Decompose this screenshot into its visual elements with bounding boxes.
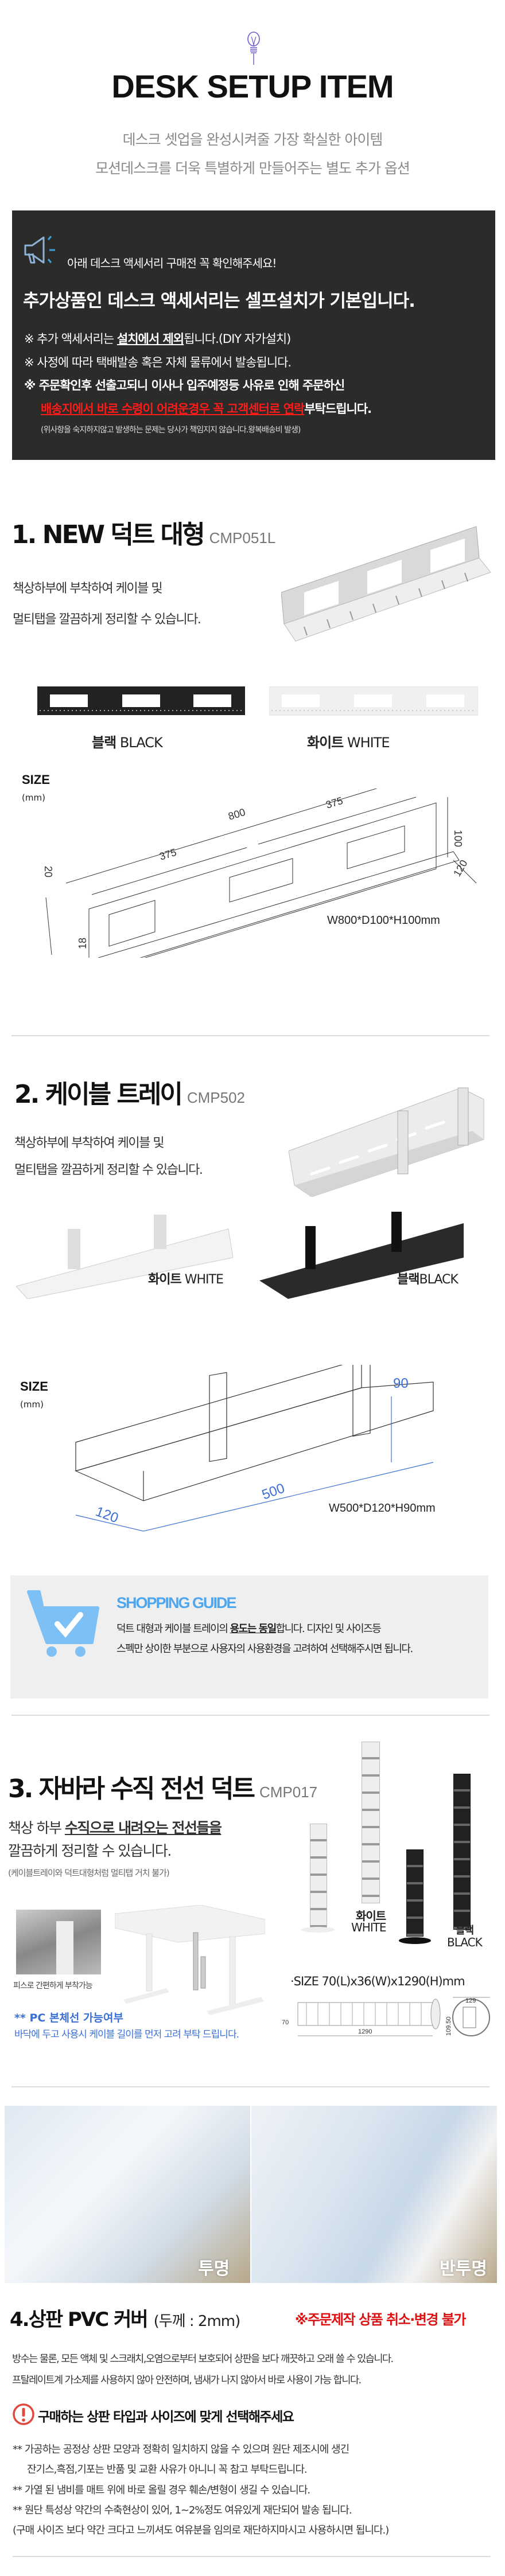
section4-desc-1: 방수는 물론, 모든 액체 및 스크래치,오염으로부터 보호되어 상판을 보다 …	[12, 2353, 394, 2365]
duct-large-dimension-drawing: 800 375 375 100 120 20 18	[42, 789, 477, 958]
section-divider	[11, 1715, 490, 1716]
custom-order-warning: ※주문제작 상품 취소·변경 불가	[295, 2312, 466, 2328]
dim-length: 1290	[358, 2028, 372, 2035]
page-subtitle-1: 데스크 셋업을 완성시켜줄 가장 확실한 아이템	[122, 131, 383, 148]
dim-total: 800	[227, 806, 247, 822]
cable-tray-white-image	[16, 1215, 233, 1299]
variant-white-label: 화이트 WHITE	[148, 1273, 224, 1287]
notice-bullet-3: ※ 주문확인후 선출고되니 이사나 입주예정등 사유로 인해 주문하신	[24, 378, 345, 392]
clear-label: 투명	[198, 2259, 230, 2279]
notice-bullet-2: ※ 사정에 따라 택배발송 혹은 자체 물류에서 발송됩니다.	[24, 356, 292, 369]
notice-header: 아래 데스크 액세서리 구매전 꼭 확인해주세요!	[67, 256, 277, 270]
section1-spec: W800*D100*H100mm	[327, 914, 440, 927]
pc-cable-desc: 바닥에 두고 사용시 케이블 길이를 먼저 고려 부탁 드립니다.	[14, 2029, 239, 2040]
section-divider	[13, 2556, 491, 2557]
dim-width: 70	[282, 2019, 289, 2026]
section1-desc-1: 책상하부에 부착하여 케이블 및	[13, 581, 163, 596]
cable-tray-black-image	[259, 1212, 464, 1299]
pvc-note-1-cont: 잔기스,흑점,기포는 반품 및 교환 사유가 아니니 꼭 참고 부탁드립니다.	[27, 2464, 308, 2476]
section-divider	[11, 1035, 490, 1036]
shopping-guide-box: SHOPPING GUIDE 덕트 대형과 케이블 트레이의 용도는 동일합니다…	[10, 1575, 488, 1699]
product-code: CMP502	[187, 1089, 246, 1106]
notice-footnote: (위사항을 숙지하지않고 발생하는 문제는 당사가 책임지지 않습니다.왕복배송…	[41, 426, 301, 435]
variant-white-ko: 화이트	[356, 1909, 386, 1923]
section4-title: 4.상판 PVC 커버 (두께 : 2mm)	[10, 2308, 240, 2331]
alert-title: 구매하는 상판 타입과 사이즈에 맞게 선택해주세요	[38, 2410, 294, 2425]
notice-bullet-4: 배송지에서 바로 수령이 어려운경우 꼭 고객센터로 연락부탁드립니다.	[41, 402, 372, 416]
black-chain-loop	[406, 1849, 424, 1937]
variant-white-en: WHITE	[351, 1921, 387, 1934]
size-label: SIZE	[20, 1379, 48, 1394]
semi-transparent-label: 반투명	[440, 2259, 487, 2279]
variant-black-label: 블랙BLACK	[397, 1273, 459, 1287]
shopping-guide-title: SHOPPING GUIDE	[116, 1594, 237, 1611]
duct-white-image	[269, 686, 478, 716]
mount-photo-caption: 피스로 간편하게 부착가능	[13, 1981, 93, 1990]
pvc-note-1: ** 가공하는 공정상 상판 모양과 정확히 일치하지 않을 수 있으며 원단 …	[13, 2444, 349, 2456]
product-code: CMP017	[259, 1783, 318, 1801]
section3-size-text: ·SIZE 70(L)x36(W)x1290(H)mm	[290, 1974, 465, 1988]
duct-black-image	[37, 686, 245, 715]
lightbulb-icon	[247, 32, 260, 65]
dim-base: 129	[465, 1997, 476, 2004]
mount-photo	[16, 1910, 101, 1974]
notice-bullet-1: ※ 추가 액세서리는 설치에서 제외됩니다.(DIY 자가설치)	[24, 332, 291, 346]
desk-with-duct-image	[115, 1905, 265, 2015]
dim-bottom: 18	[77, 938, 88, 949]
size-unit: (mm)	[22, 793, 45, 803]
dim-height: 100	[452, 830, 464, 847]
variant-black-ko: 블랙	[456, 1925, 474, 1937]
section3-desc-2: 깔끔하게 정리할 수 있습니다.	[8, 1843, 172, 1859]
dim-height: 90	[393, 1376, 409, 1391]
black-chain-tall	[453, 1774, 471, 1930]
dim-lip: 20	[42, 866, 54, 877]
section3-desc-1: 책상 하부 수직으로 내려오는 전선들을	[8, 1820, 222, 1836]
dim-left: 375	[158, 846, 178, 862]
dim-length: 500	[260, 1481, 287, 1503]
duct-large-product-image	[281, 526, 491, 642]
semi-transparent-pvc-photo: 반투명	[251, 2106, 497, 2283]
cable-tray-dimension-drawing: 90 500 120	[75, 1365, 434, 1532]
section-divider	[11, 2086, 490, 2087]
section2-spec: W500*D120*H90mm	[329, 1502, 436, 1515]
pvc-note-4: (구매 사이즈 보다 약간 크다고 느끼셔도 여유분을 임의로 재단하지마시고 …	[13, 2524, 389, 2536]
shopping-cart-check-icon	[27, 1590, 99, 1657]
exclamation-circle-icon	[13, 2403, 34, 2425]
size-label: SIZE	[22, 772, 50, 787]
shopping-guide-line-2: 스펙만 상이한 부분으로 사용자의 사용환경을 고려하여 선택해주시면 됩니다.	[116, 1643, 413, 1655]
white-chain-tall	[362, 1742, 380, 1903]
variant-black-label: 블랙 BLACK	[92, 735, 163, 751]
clear-pvc-photo: 투명	[5, 2106, 250, 2283]
white-chain-base	[301, 1927, 335, 1933]
dim-right: 375	[324, 795, 344, 811]
product-code: CMP051L	[209, 529, 276, 547]
notice-headline: 추가상품인 데스크 액세서리는 셀프설치가 기본입니다.	[23, 291, 415, 311]
variant-black-en: BLACK	[447, 1935, 483, 1949]
megaphone-icon	[24, 236, 55, 264]
vertical-duct-dimension-drawing: 1290 70 129 109.50	[282, 1997, 490, 2036]
pvc-note-2: ** 가열 된 냄비를 매트 위에 바로 올릴 경우 훼손/변형이 생길 수 있…	[13, 2484, 310, 2496]
section2-desc-1: 책상하부에 부착하여 케이블 및	[14, 1136, 165, 1150]
page-title: DESK SETUP ITEM	[111, 68, 394, 104]
notice-box: 아래 데스크 액세서리 구매전 꼭 확인해주세요! 추가상품인 데스크 액세서리…	[12, 210, 495, 460]
section1-desc-2: 멀티탭을 깔끔하게 정리할 수 있습니다.	[13, 612, 201, 627]
pvc-note-3: ** 원단 특성상 약간의 수축현상이 있어, 1~2%정도 여유있게 재단되어…	[13, 2504, 352, 2516]
section3-note: (케이블트레이와 덕트대형처럼 멀티탭 거치 불가)	[8, 1868, 170, 1878]
black-chain-base	[399, 1937, 431, 1944]
cable-tray-product-image	[289, 1087, 484, 1197]
page-subtitle-2: 모션데스크를 더욱 특별하게 만들어주는 별도 추가 옵션	[95, 160, 410, 177]
variant-white-label: 화이트 WHITE	[307, 735, 390, 751]
section2-desc-2: 멀티탭을 깔끔하게 정리할 수 있습니다.	[14, 1163, 203, 1177]
size-unit: (mm)	[20, 1399, 44, 1410]
dim-depth: 120	[94, 1504, 121, 1526]
shopping-guide-line-1: 덕트 대형과 케이블 트레이의 용도는 동일합니다. 디자인 및 사이즈등	[116, 1623, 382, 1635]
white-chain-loop	[310, 1824, 327, 1928]
pc-cable-title: ** PC 본체선 가능여부	[14, 2012, 123, 2024]
dim-base-h: 109.50	[445, 2016, 452, 2036]
section4-desc-2: 프탈레이트계 가소제를 사용하지 않아 안전하며, 냄새가 나지 않아서 바로 …	[12, 2375, 362, 2386]
